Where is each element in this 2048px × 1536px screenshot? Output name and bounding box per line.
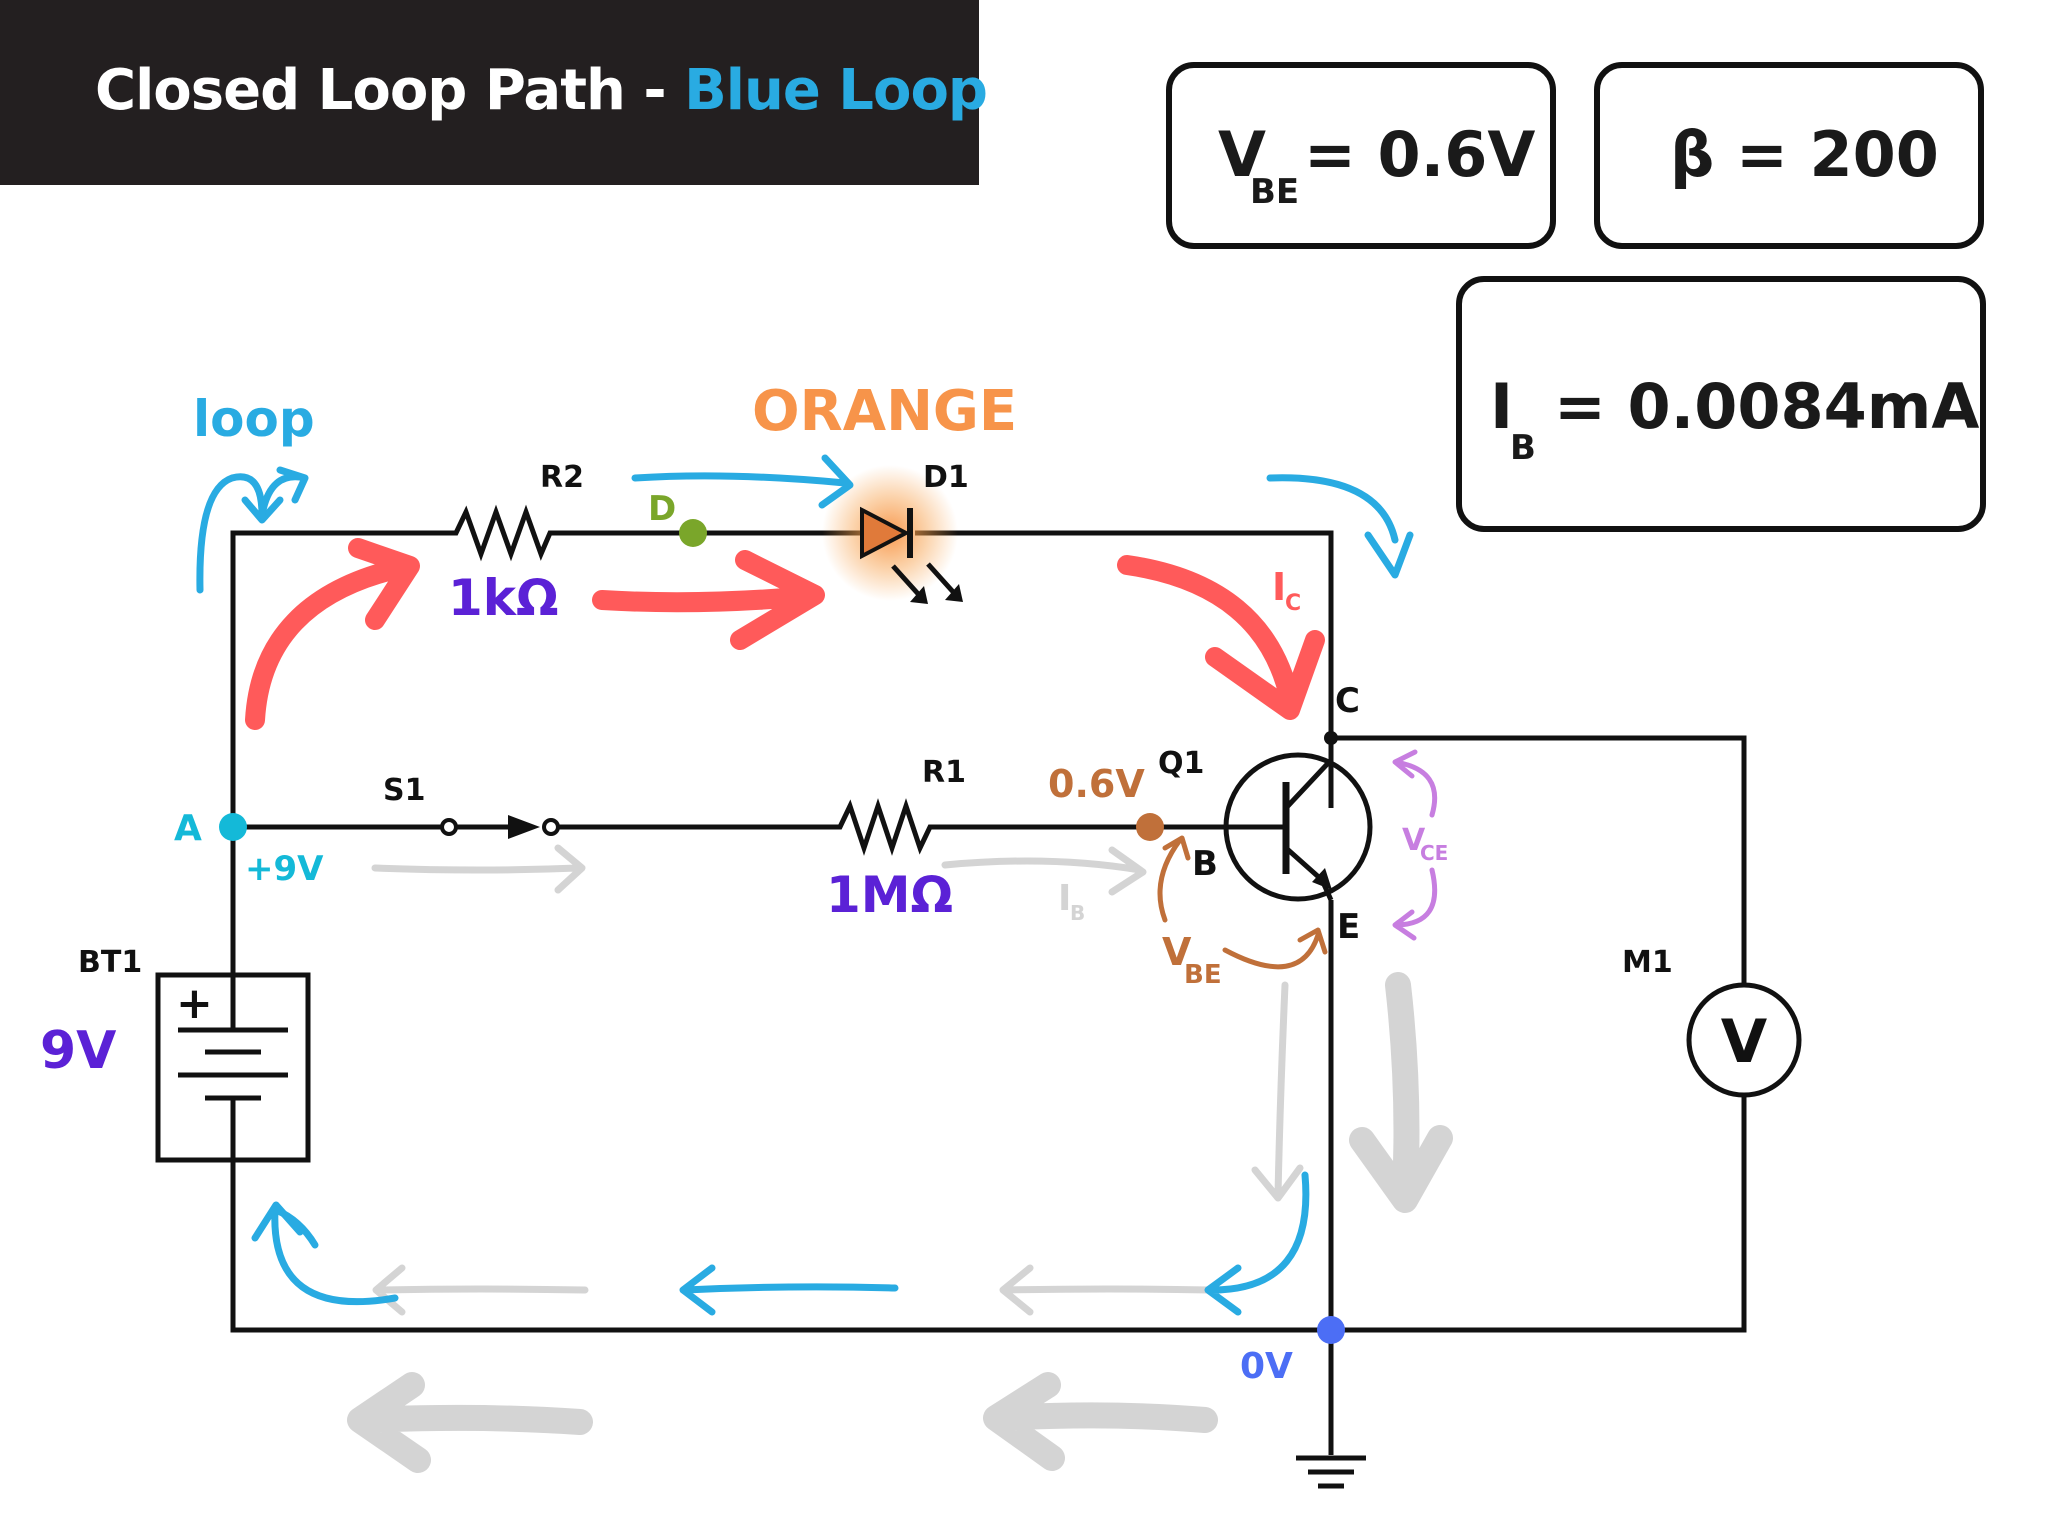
led-color-label: ORANGE (752, 379, 1017, 444)
bt1-label: BT1 (78, 945, 142, 980)
red-current-arrows (245, 538, 1325, 730)
vbe-box: V BE = 0.6V (1166, 62, 1556, 249)
ib-label: I (1058, 878, 1071, 919)
vce-curve-top (1392, 749, 1438, 818)
blue-loop-arrows (196, 454, 1414, 1316)
led-emission-head-1 (910, 586, 928, 604)
node-base (1136, 813, 1164, 841)
grey-arrow-bottom-right (999, 1264, 1214, 1316)
r2-value: 1kΩ (448, 569, 559, 627)
loop-label: loop (193, 390, 315, 448)
resistor-r2 (446, 504, 556, 562)
vce-curve-bottom (1392, 867, 1438, 941)
grey-arrow-base-right (941, 846, 1147, 896)
node-collector (1324, 731, 1338, 745)
ground-voltage-label: 0V (1240, 1346, 1293, 1387)
red-arrow-top (592, 550, 825, 650)
transistor-collector-lead (1284, 758, 1333, 810)
vce-label: V (1402, 823, 1426, 858)
d1-label: D1 (923, 460, 969, 495)
collector-label: C (1335, 681, 1360, 721)
r1-label: R1 (922, 755, 966, 790)
banner-title: Closed Loop Path - Blue Loop (95, 58, 988, 123)
red-arrow-left-up (245, 538, 420, 730)
wires (230, 530, 1747, 1455)
switch-s1 (440, 815, 560, 839)
grey-arrow-bottom-left (372, 1264, 589, 1316)
banner-title-prefix: Closed Loop Path - (95, 58, 685, 123)
transistor-q1 (1223, 738, 1373, 902)
q1-label: Q1 (1158, 746, 1204, 781)
emitter-label: E (1337, 907, 1360, 947)
vbe-curve-base (1157, 835, 1191, 923)
vbe-symbol: V (1218, 118, 1266, 191)
grey-bigarrow-bottom-left (347, 1372, 593, 1473)
vce-subscript-label: CE (1420, 841, 1448, 865)
blue-arrow-left-loop (272, 1206, 319, 1249)
grey-bigarrow-right-down (1349, 972, 1453, 1213)
d-node-label: D (648, 489, 676, 529)
vbe-value: = 0.6V (1304, 118, 1536, 191)
blue-arrow-top-1 (631, 454, 854, 509)
base-voltage-label: 0.6V (1048, 762, 1145, 806)
transistor-emitter-arrow (1312, 868, 1332, 890)
ib-subscript-label: B (1070, 901, 1085, 925)
vbe-curve-emitter (1222, 927, 1328, 970)
vbe-label: V (1162, 930, 1192, 974)
r1-value: 1MΩ (826, 866, 953, 924)
m1-label: M1 (1622, 945, 1673, 980)
base-label: B (1192, 844, 1218, 884)
battery-bt1 (155, 972, 311, 1163)
led-emission-head-2 (945, 584, 963, 602)
blue-arrow-left-up (196, 473, 284, 594)
ground-icon (1296, 1455, 1366, 1489)
vbe-subscript-label: BE (1184, 960, 1222, 990)
red-arrow-right-down (1117, 555, 1325, 720)
node-d (679, 519, 707, 547)
vbe-subscript: BE (1250, 172, 1300, 212)
grey-arrow-right-down (1251, 981, 1304, 1202)
title-banner: Closed Loop Path - Blue Loop (0, 0, 988, 185)
vce-arrows (1392, 749, 1438, 941)
plus-9v-label: +9V (245, 849, 324, 889)
grey-bigarrow-bottom-right (983, 1372, 1218, 1471)
s1-label: S1 (383, 773, 425, 808)
battery-value: 9V (40, 1021, 116, 1081)
resistor-r1 (830, 798, 938, 856)
voltmeter-m1 (1686, 982, 1802, 1098)
voltmeter-symbol: V (1721, 1007, 1768, 1077)
ic-subscript: C (1285, 591, 1301, 616)
led-d1 (822, 465, 963, 604)
ib-subscript: B (1510, 428, 1536, 468)
banner-title-accent: Blue Loop (684, 58, 988, 123)
switch-contact-right (542, 818, 560, 836)
battery-plus-sign: + (176, 978, 213, 1029)
transistor-body (1223, 752, 1373, 902)
blue-arrow-top-right (1266, 474, 1414, 579)
ib-value: = 0.0084mA (1554, 370, 1980, 443)
grey-arrow-base-top (371, 844, 586, 894)
beta-box: β = 200 (1594, 62, 1984, 249)
ib-symbol: I (1490, 370, 1514, 443)
transistor-emitter-lead (1284, 846, 1324, 882)
r2-label: R2 (540, 460, 584, 495)
vbe-arrows (1157, 835, 1328, 970)
node-a-label: A (174, 808, 202, 849)
blue-arrow-bottom-right (1204, 1171, 1310, 1316)
ib-box: I B = 0.0084mA (1456, 276, 1986, 532)
beta-value: β = 200 (1670, 118, 1939, 191)
blue-arrow-loop-curve (258, 466, 309, 519)
led-triangle (860, 506, 911, 560)
switch-contact-left (440, 818, 458, 836)
grey-current-arrows (347, 844, 1453, 1473)
blue-arrow-bottom-mid (679, 1264, 899, 1316)
switch-arrowhead (508, 815, 540, 839)
led-emission-arrow-1 (891, 564, 922, 598)
led-emission-arrow-2 (926, 562, 957, 596)
node-a (219, 813, 247, 841)
ic-label: I (1272, 565, 1286, 609)
node-ground (1317, 1316, 1345, 1344)
